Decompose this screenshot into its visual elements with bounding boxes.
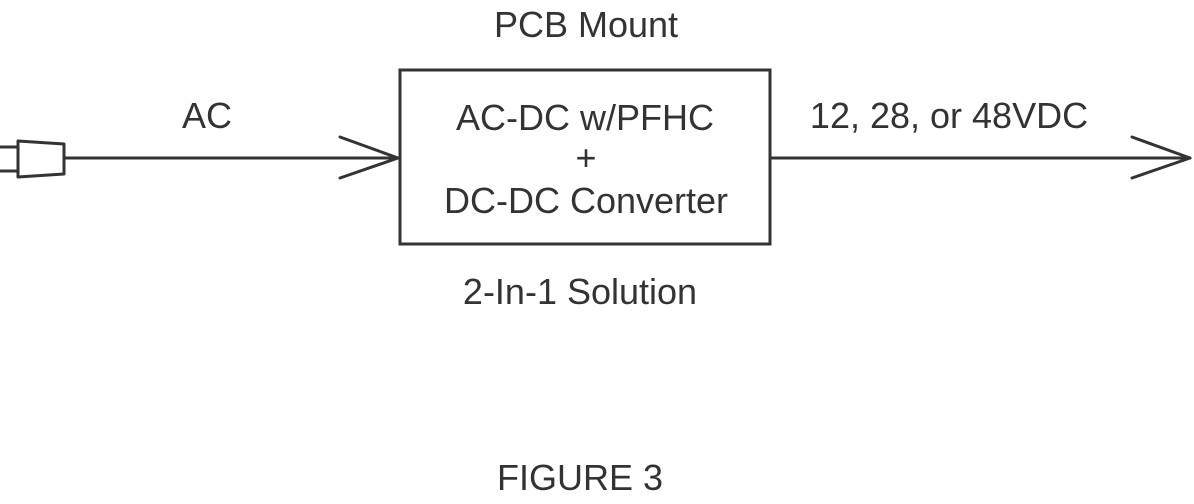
output-arrow	[768, 135, 1192, 180]
box-line-3: DC-DC Converter	[444, 180, 728, 221]
input-arrow	[62, 135, 400, 180]
top-label: PCB Mount	[494, 4, 678, 45]
box-line-1: AC-DC w/PFHC	[456, 97, 714, 138]
figure-caption: FIGURE 3	[497, 457, 663, 498]
input-label: AC	[182, 95, 232, 136]
bottom-label: 2-In-1 Solution	[463, 271, 697, 312]
ac-plug-icon	[0, 139, 66, 179]
output-label: 12, 28, or 48VDC	[810, 95, 1088, 136]
box-line-2: +	[575, 137, 596, 178]
